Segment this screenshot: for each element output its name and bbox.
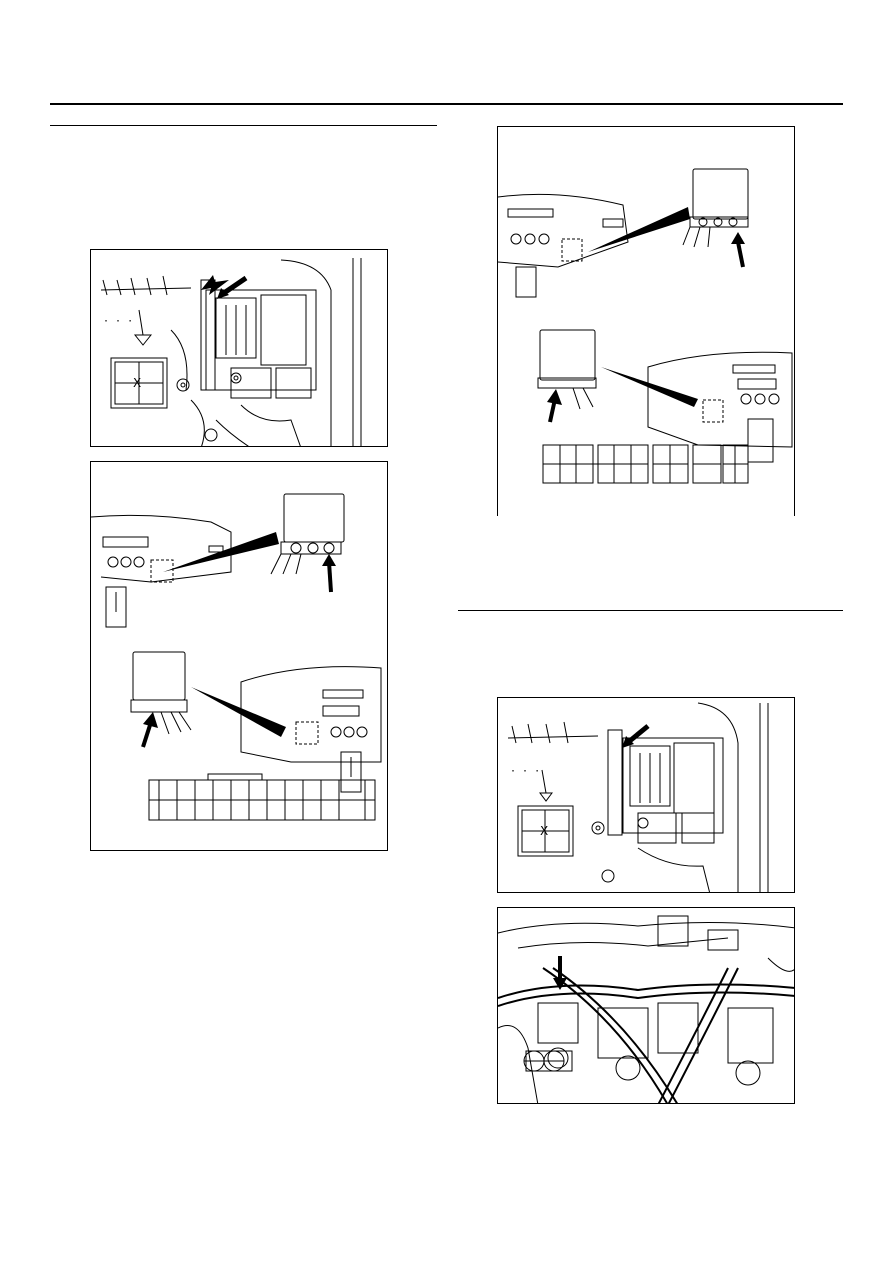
connector-x-label: X <box>133 376 141 390</box>
engine-harness-illustration <box>498 915 794 1103</box>
figure-junction-block-left: X · · · <box>90 249 388 447</box>
junction-block-illustration: X · · · <box>100 258 362 446</box>
connector-groups <box>542 444 749 484</box>
figure-junction-block-right: X · · · <box>497 697 795 893</box>
ecu-dashboard-right-illustration <box>498 168 793 484</box>
junction-block-right-illustration: X · · · <box>507 702 769 892</box>
figure-ecu-dashboard-right <box>497 126 795 516</box>
figure-engine-harness <box>497 907 795 1104</box>
section-rule-right <box>458 610 843 611</box>
connector-x-label-right: X <box>540 824 548 838</box>
connector-24pin <box>148 773 376 821</box>
figure-ecu-dashboard-left <box>90 461 388 851</box>
ecu-dashboard-illustration <box>91 493 382 821</box>
header-rule <box>50 103 843 105</box>
section-rule-left <box>50 125 437 126</box>
callout-dots-right: · · · <box>510 766 540 777</box>
callout-dots: · · · <box>103 316 133 327</box>
